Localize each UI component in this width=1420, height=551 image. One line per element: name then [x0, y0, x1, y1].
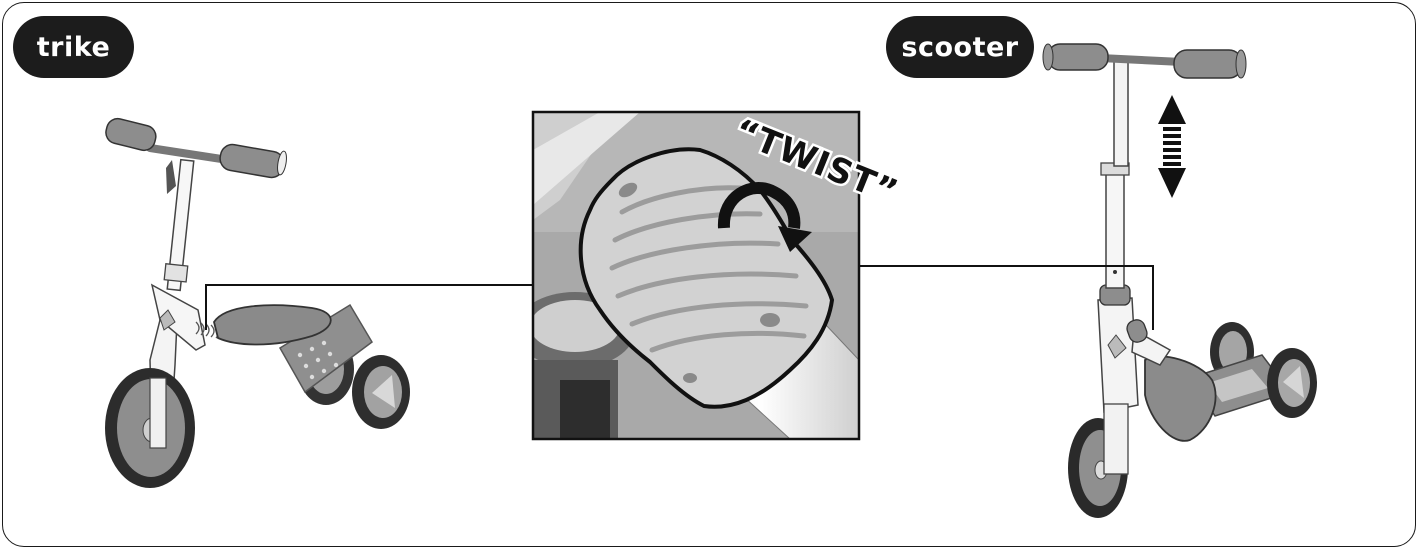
- scooter-handlebar: [1043, 44, 1246, 78]
- trike-handlebar: [104, 116, 288, 179]
- trike-illustration: [104, 116, 410, 488]
- trike-front-wheel: [105, 368, 195, 488]
- scooter-rear-wheel-front: [1267, 348, 1317, 418]
- trike-rear-wheel-right: [352, 355, 410, 429]
- double-arrow-up-down-icon: [1158, 95, 1186, 198]
- trike-stem-collar: [164, 264, 188, 282]
- trike-brake-lever: [166, 160, 176, 194]
- scooter-stem-upper: [1114, 60, 1128, 166]
- scooter-front-wheel: [1068, 404, 1128, 518]
- scooter-folded-seat: [1145, 356, 1216, 440]
